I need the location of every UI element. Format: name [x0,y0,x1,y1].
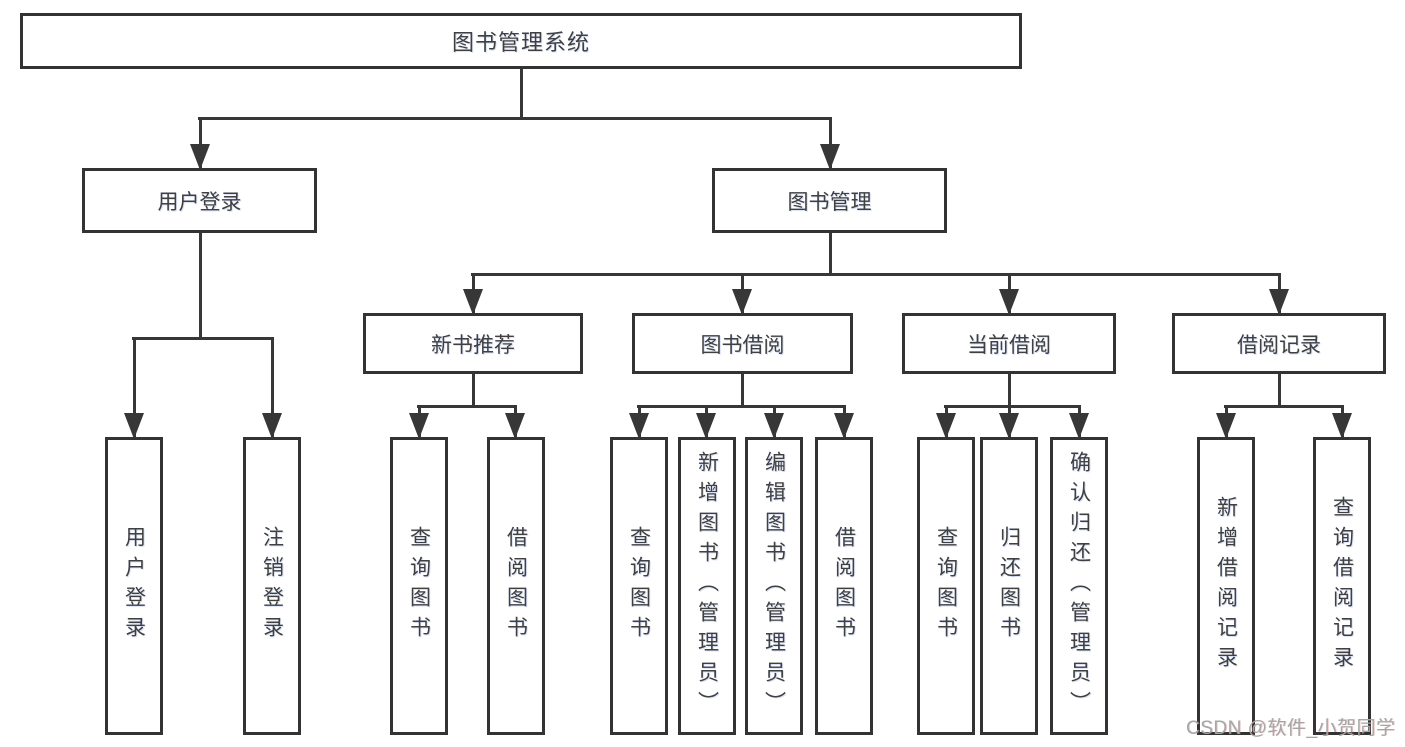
arrow-down-icon [1269,289,1289,315]
leaf-search-book-recommend: 查询图书 [390,437,448,735]
node-current-borrow-label: 当前借阅 [967,333,1051,357]
leaf-search-borrow-record: 查询借阅记录 [1313,437,1371,735]
connector-line [1277,373,1281,407]
leaf-borrow-book-recommend: 借阅图书 [487,437,545,735]
node-new-book-recommend: 新书推荐 [363,313,583,374]
connector-line [132,337,136,437]
watermark: CSDN @软件_小贺同学 [1186,718,1396,739]
node-book-management: 图书管理 [712,168,947,233]
arrow-down-icon [409,413,429,439]
arrow-down-icon [696,413,716,439]
leaf-confirm-return-admin-label: 确认归还（管理员） [1067,451,1091,721]
connector-line [417,405,517,408]
connector-line [740,373,744,407]
connector-line [828,232,832,275]
arrow-down-icon [463,289,483,315]
arrow-down-icon [262,413,282,439]
arrow-down-icon [1332,413,1352,439]
node-user-login-label: 用户登录 [157,190,242,214]
leaf-edit-book-admin: 编辑图书（管理员） [745,437,803,735]
leaf-search-book-borrow-label: 查询图书 [627,526,651,646]
arrow-down-icon [124,413,144,439]
leaf-search-book-recommend-label: 查询图书 [407,526,431,646]
node-current-borrow: 当前借阅 [902,313,1116,374]
connector-line [944,405,1081,408]
leaf-confirm-return-admin: 确认归还（管理员） [1050,437,1108,735]
node-borrow-records: 借阅记录 [1172,313,1386,374]
leaf-user-login-label: 用户登录 [122,526,146,646]
leaf-search-book-current-label: 查询图书 [934,526,958,646]
node-book-borrow-label: 图书借阅 [700,333,785,357]
node-new-book-recommend-label: 新书推荐 [431,333,515,357]
leaf-borrow-book-label: 借阅图书 [832,526,856,646]
leaf-borrow-book-recommend-label: 借阅图书 [504,526,528,646]
arrow-down-icon [820,144,840,170]
leaf-search-borrow-record-label: 查询借阅记录 [1330,496,1354,676]
connector-line [132,337,274,340]
leaf-logout: 注销登录 [243,437,301,735]
arrow-down-icon [936,413,956,439]
arrow-down-icon [1069,413,1089,439]
leaf-search-book-borrow: 查询图书 [610,437,668,735]
leaf-add-book-admin-label: 新增图书（管理员） [695,451,719,721]
connector-line [471,373,475,407]
arrow-down-icon [1216,413,1236,439]
leaf-return-book: 归还图书 [980,437,1038,735]
connector-line [1224,405,1344,408]
connector-line [270,337,274,437]
arrow-down-icon [732,289,752,315]
leaf-add-borrow-record-label: 新增借阅记录 [1214,496,1238,676]
connector-line [519,67,523,119]
node-root-label: 图书管理系统 [451,30,590,55]
node-book-management-label: 图书管理 [787,190,872,214]
arrow-down-icon [764,413,784,439]
arrow-down-icon [629,413,649,439]
arrow-down-icon [999,289,1019,315]
leaf-add-book-admin: 新增图书（管理员） [678,437,736,735]
connector-line [637,405,846,408]
arrow-down-icon [190,144,210,170]
arrow-down-icon [505,413,525,439]
leaf-logout-label: 注销登录 [260,526,284,646]
leaf-borrow-book: 借阅图书 [815,437,873,735]
connector-line [198,117,832,120]
leaf-add-borrow-record: 新增借阅记录 [1197,437,1255,735]
arrow-down-icon [999,413,1019,439]
leaf-search-book-current: 查询图书 [917,437,975,735]
node-book-borrow: 图书借阅 [632,313,853,374]
connector-line [1007,373,1011,407]
connector-line [471,273,1281,276]
leaf-user-login: 用户登录 [105,437,163,735]
node-user-login: 用户登录 [82,168,317,233]
node-borrow-records-label: 借阅记录 [1237,333,1321,357]
leaf-return-book-label: 归还图书 [997,526,1021,646]
leaf-edit-book-admin-label: 编辑图书（管理员） [762,451,786,721]
connector-line [198,233,202,339]
node-root: 图书管理系统 [20,13,1022,69]
arrow-down-icon [834,413,854,439]
